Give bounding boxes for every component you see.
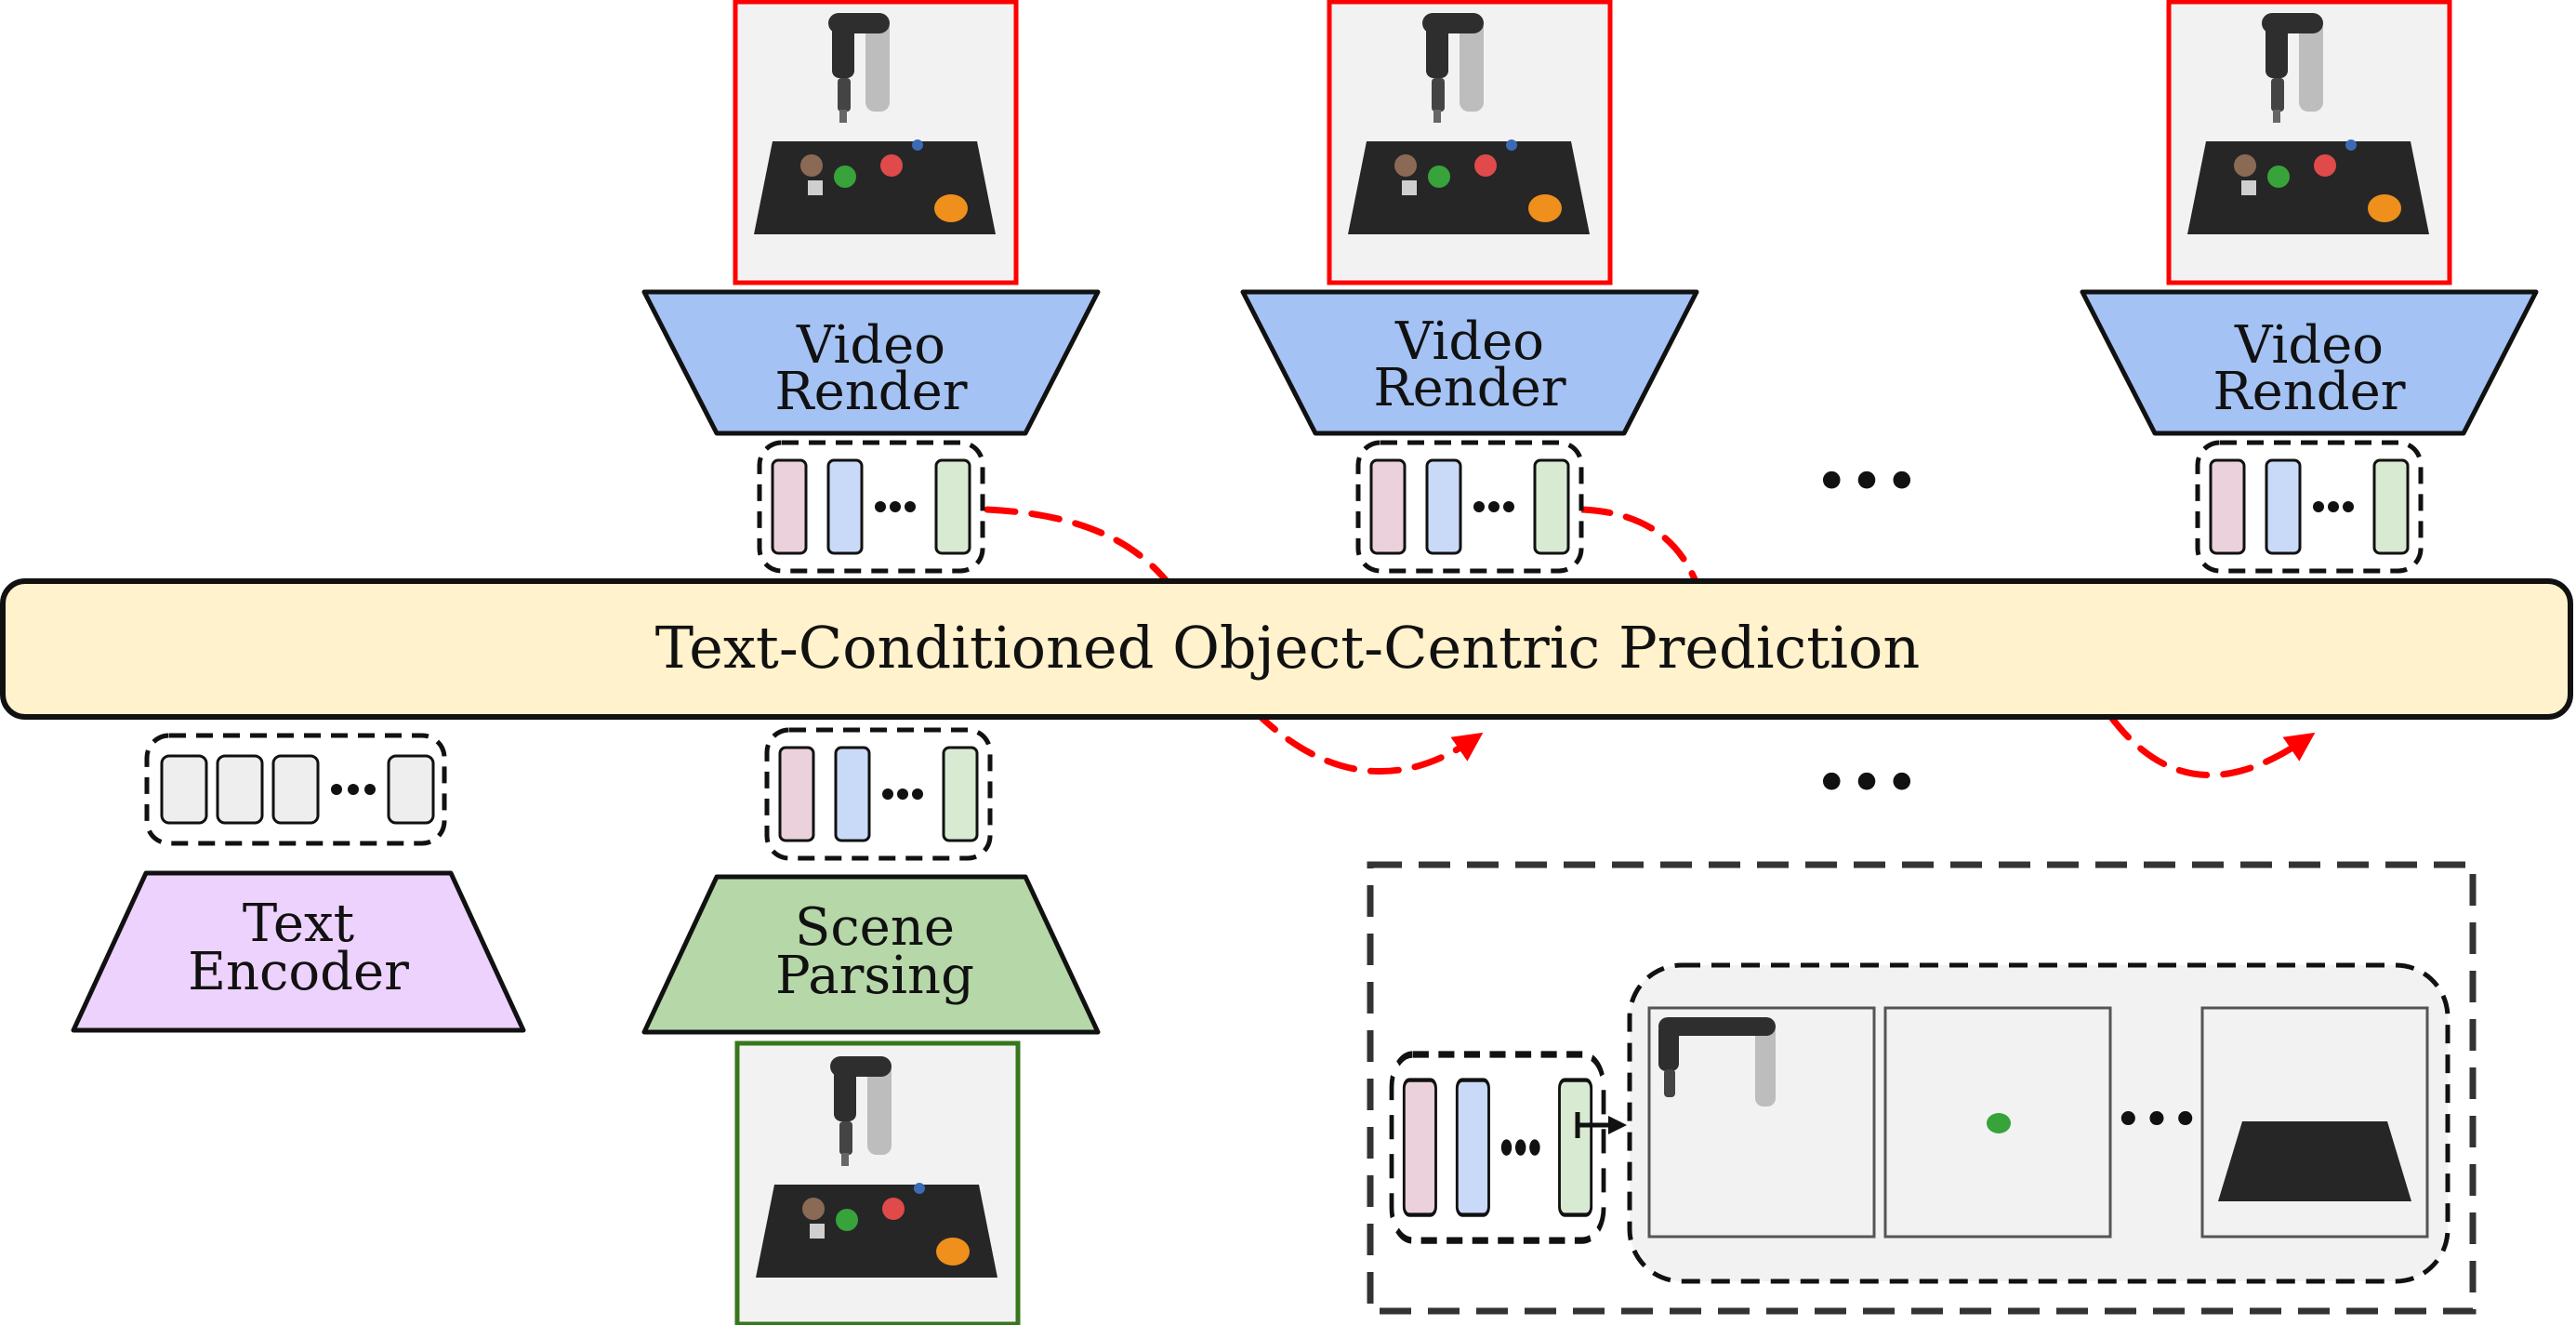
predicted-slots-2 (1358, 443, 1581, 571)
video-render-decoder-2: Video Render (1240, 289, 1699, 436)
scene-parsing-label-line1: Scene (795, 897, 955, 958)
predicted-frame-1 (733, 0, 1019, 285)
predicted-slots-1 (760, 443, 983, 571)
predictor-label: Text-Conditioned Object-Centric Predicti… (655, 614, 1921, 682)
middle-ellipsis: ••• (1814, 749, 1919, 818)
predicted-slots-3 (2198, 443, 2421, 571)
input-frame (734, 1040, 1021, 1325)
video-render-decoder-1: Video Render (641, 289, 1101, 436)
video-render-label-line2: Render (1373, 358, 1565, 418)
scene-parsing-encoder: Scene Parsing (641, 874, 1101, 1035)
slot-image-table (2200, 1006, 2429, 1239)
video-render-label-line1: Video (1394, 311, 1544, 372)
predicted-frame-2 (1327, 0, 1613, 285)
slot-image-robot (1647, 1006, 1876, 1239)
text-encoder: Text Encoder (71, 870, 526, 1033)
video-render-label-line1: Video (796, 315, 945, 376)
predicted-frame-3 (2166, 0, 2452, 285)
input-slots (767, 730, 990, 858)
text-embedding-slots (144, 733, 447, 846)
object-centric-predictor: Text-Conditioned Object-Centric Predicti… (0, 578, 2573, 720)
video-render-decoder-3: Video Render (2080, 289, 2539, 436)
video-render-label-line1: Video (2234, 315, 2384, 376)
inset-ellipsis: ••• (2114, 1093, 2200, 1148)
top-ellipsis: ••• (1814, 448, 1919, 517)
text-encoder-label-line1: Text (243, 894, 355, 954)
video-render-label-line2: Render (774, 362, 967, 422)
video-render-label-line2: Render (2213, 362, 2405, 422)
scene-parsing-label-line2: Parsing (775, 946, 974, 1006)
inset-slots (1392, 1054, 1604, 1240)
slot-image-green-bowl (1883, 1006, 2112, 1239)
text-encoder-label-line2: Encoder (188, 942, 409, 1002)
slot-decomposition-inset: ••• (1367, 861, 2477, 1315)
